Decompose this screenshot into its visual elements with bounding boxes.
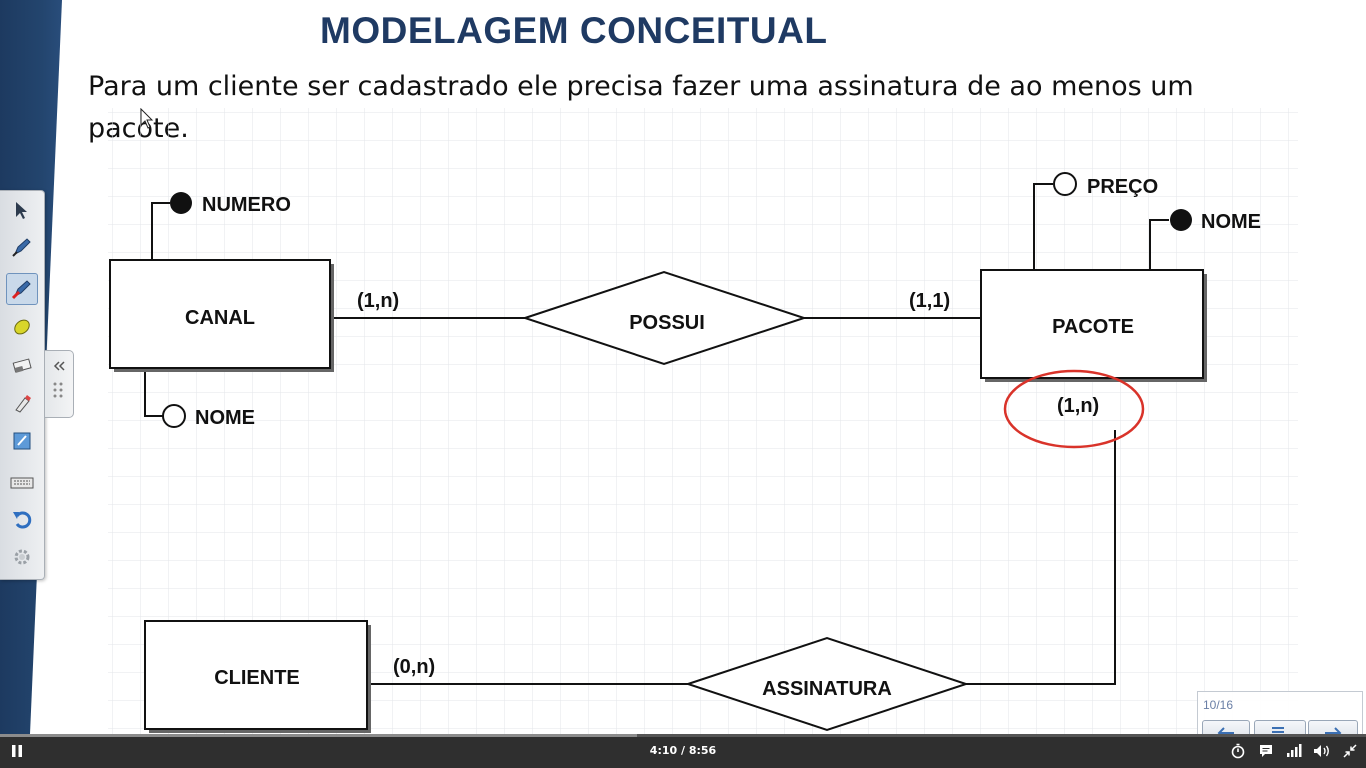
attribute-pacote-nome: NOME (1170, 209, 1261, 233)
highlight-ellipse (1003, 369, 1145, 449)
comment-button[interactable] (1255, 740, 1277, 762)
pause-button[interactable] (6, 740, 28, 762)
eraser-brush-icon (15, 395, 31, 413)
volume-icon (1314, 745, 1329, 757)
annotation-toolbar (0, 190, 45, 580)
er-diagram: CANAL PACOTE CLIENTE POSSUI ASSINATURA N… (108, 108, 1298, 734)
timer-button[interactable] (1227, 740, 1249, 762)
exit-fullscreen-button[interactable] (1339, 740, 1361, 762)
video-player-bar (0, 734, 1366, 768)
double-chevron-left-icon (53, 361, 65, 371)
attribute-marker (162, 404, 186, 428)
entity-cliente-label: CLIENTE (214, 667, 300, 689)
cardinality-cliente-assinatura: (0,n) (393, 656, 435, 678)
slide-canvas: MODELAGEM CONCEITUAL Para um cliente ser… (0, 0, 1298, 734)
entity-cliente: CLIENTE (144, 620, 371, 733)
timer-icon (1231, 743, 1245, 759)
relationship-possui: POSSUI (521, 270, 808, 366)
relationship-possui-label: POSSUI (629, 312, 705, 334)
grip-dots-icon (53, 382, 63, 398)
entity-canal: CANAL (109, 259, 334, 372)
mouse-cursor-icon (140, 108, 154, 129)
notepad-icon (13, 432, 31, 450)
slide-title: MODELAGEM CONCEITUAL (320, 10, 828, 51)
pen-icon (12, 238, 31, 257)
keyboard-icon (10, 477, 34, 489)
select-tool-button[interactable] (6, 195, 38, 227)
key-attribute-marker (170, 192, 192, 214)
video-progress-fill (0, 734, 637, 737)
cardinality-pacote-possui: (1,1) (909, 290, 950, 312)
marker-pen-icon (11, 280, 31, 300)
key-attribute-marker (1170, 209, 1192, 231)
comment-icon (1260, 745, 1272, 757)
attribute-canal-numero-label: NUMERO (202, 194, 291, 216)
volume-button[interactable] (1311, 740, 1333, 762)
exit-fullscreen-icon (1343, 744, 1357, 758)
highlighter-icon (14, 319, 30, 335)
settings-tool-button[interactable] (6, 541, 38, 573)
attribute-canal-nome: NOME (162, 404, 255, 429)
quality-button[interactable] (1283, 740, 1305, 762)
playback-time: 4:10 / 8:56 (649, 744, 717, 757)
cardinality-pacote-assinatura: (1,n) (1057, 395, 1099, 417)
diagram-lines (144, 183, 1169, 685)
erase-all-tool-button[interactable] (6, 387, 38, 419)
undo-tool-button[interactable] (6, 503, 38, 535)
undo-icon (13, 511, 32, 529)
pause-icon (12, 745, 22, 757)
arrow-pointer-icon (16, 202, 27, 219)
attribute-pacote-preco: PREÇO (1053, 172, 1158, 198)
entity-canal-label: CANAL (185, 307, 255, 329)
slide-counter: 10/16 (1197, 691, 1363, 746)
entity-pacote-label: PACOTE (1052, 316, 1134, 338)
gear-icon (14, 549, 30, 565)
eraser-icon (12, 358, 32, 373)
relationship-assinatura: ASSINATURA (684, 636, 970, 732)
notepad-tool-button[interactable] (6, 425, 38, 457)
red-pen-tool-button[interactable] (6, 273, 38, 305)
attribute-canal-nome-label: NOME (195, 407, 255, 429)
relationship-assinatura-label: ASSINATURA (762, 678, 892, 700)
slide-counter-text: 10/16 (1203, 698, 1234, 712)
toolbar-collapse-handle[interactable] (45, 350, 74, 418)
attribute-canal-numero: NUMERO (170, 192, 291, 216)
highlighter-tool-button[interactable] (6, 311, 38, 343)
signal-icon (1287, 744, 1302, 757)
attribute-marker (1053, 172, 1077, 196)
eraser-tool-button[interactable] (6, 349, 38, 381)
pen-tool-button[interactable] (6, 231, 38, 263)
video-progress-bar[interactable] (0, 734, 1366, 737)
attribute-pacote-preco-label: PREÇO (1087, 176, 1158, 198)
cardinality-canal-possui: (1,n) (357, 290, 399, 312)
attribute-pacote-nome-label: NOME (1201, 211, 1261, 233)
keyboard-tool-button[interactable] (6, 467, 38, 499)
entity-pacote: PACOTE (980, 269, 1207, 382)
